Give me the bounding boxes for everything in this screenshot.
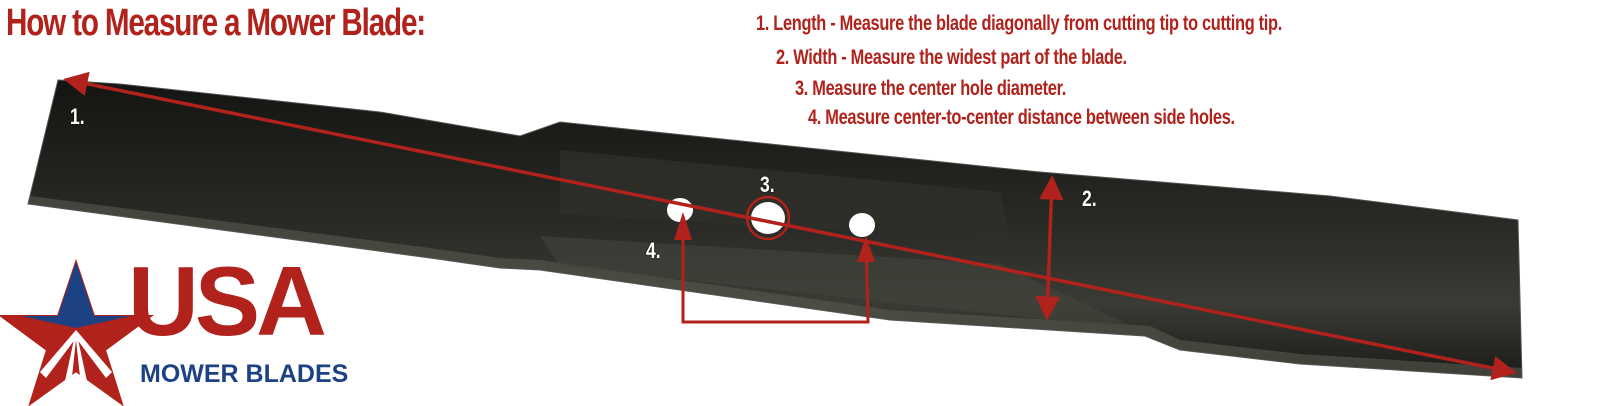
step-length: 1. Length - Measure the blade diagonally… xyxy=(756,12,1282,35)
label-center-hole: 3. xyxy=(760,172,775,197)
width-arrow xyxy=(1035,175,1064,321)
length-arrow xyxy=(63,71,1517,381)
label-length: 1. xyxy=(70,104,85,129)
label-side-holes: 4. xyxy=(646,238,661,263)
logo-star-icon xyxy=(0,258,155,406)
logo-subtitle: MOWER BLADES xyxy=(140,360,349,388)
right-side-hole xyxy=(849,213,875,237)
step-width: 2. Width - Measure the widest part of th… xyxy=(776,46,1127,69)
side-holes-bracket xyxy=(681,222,870,324)
label-width: 2. xyxy=(1082,186,1097,211)
page-title: How to Measure a Mower Blade: xyxy=(6,2,426,44)
logo-usa-text: USA xyxy=(128,246,327,356)
